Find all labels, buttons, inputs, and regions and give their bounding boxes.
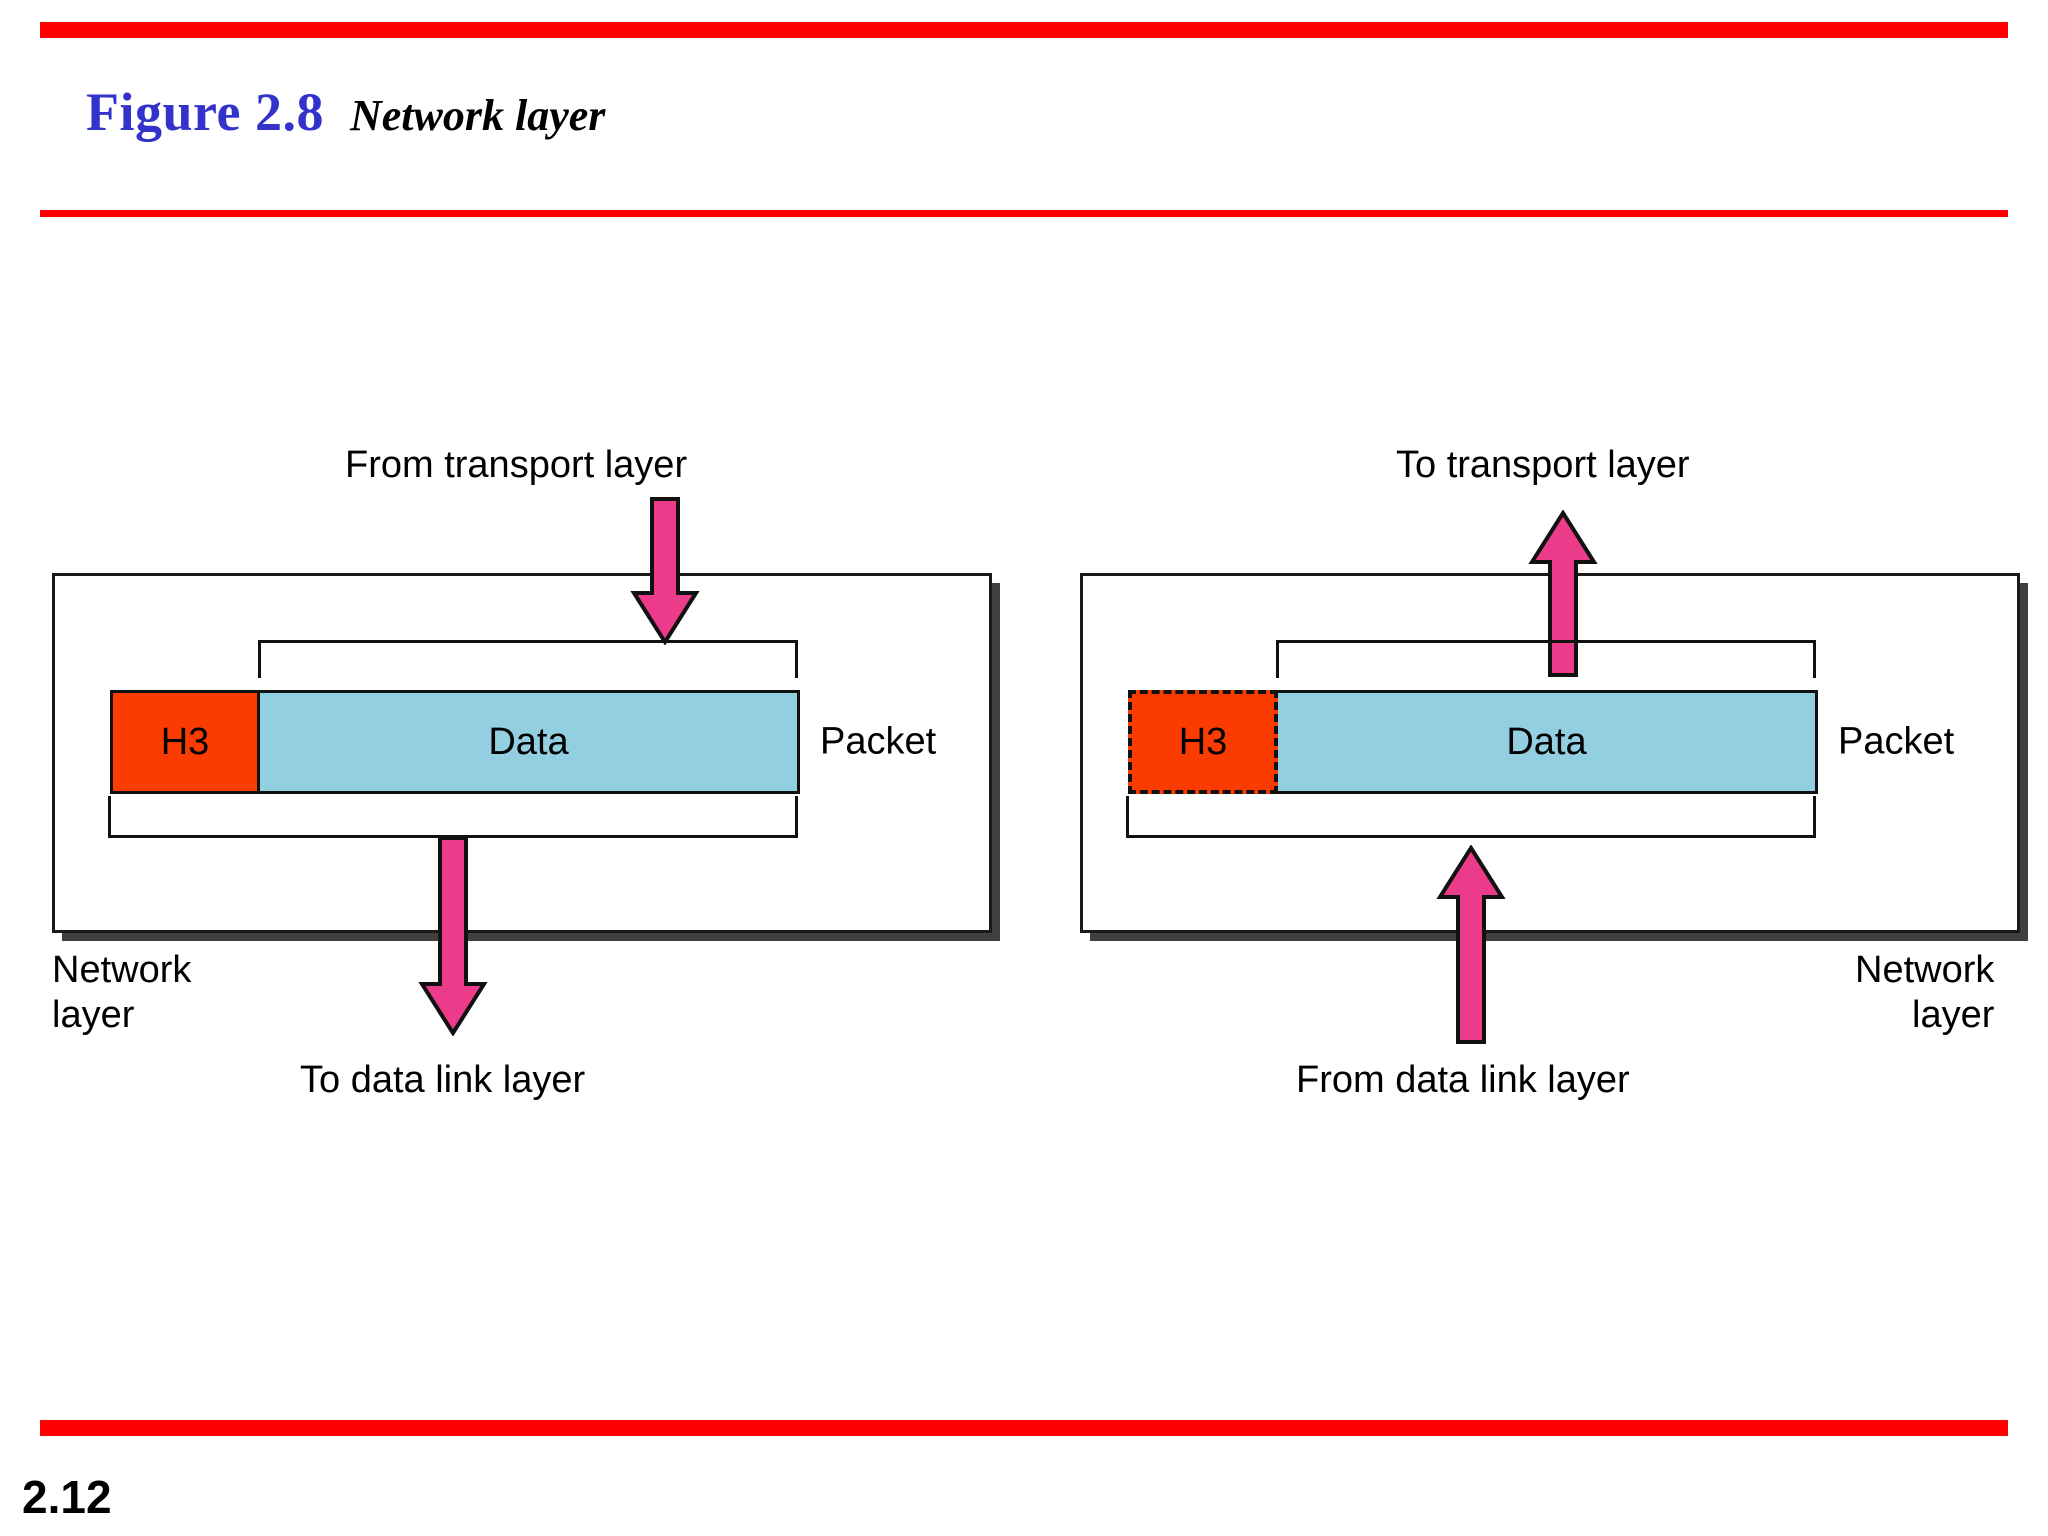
layer-label-receiver-line1: Network	[1855, 949, 1995, 991]
arrow-up-to-transport	[1528, 510, 1598, 678]
arrow-up-from-data-link	[1436, 845, 1506, 1045]
layer-label-receiver: Network layer	[1855, 948, 1994, 1038]
layer-label-sender-line1: Network	[52, 949, 192, 991]
packet-header-segment: H3	[110, 690, 260, 794]
packet-caption-sender: Packet	[820, 720, 937, 763]
label-from-transport-layer: From transport layer	[345, 444, 688, 486]
slide-number: 2.12	[22, 1471, 112, 1523]
label-to-data-link-layer: To data link layer	[300, 1059, 586, 1101]
bracket-upper-receiver	[1276, 640, 1816, 678]
top-red-rule	[40, 22, 2008, 38]
layer-label-sender: Network layer	[52, 948, 191, 1038]
title-red-rule	[40, 210, 2008, 217]
bracket-upper-sender	[258, 640, 798, 678]
packet-caption-receiver: Packet	[1838, 720, 1955, 763]
figure-caption: Network layer	[349, 91, 606, 140]
packet-header-segment: H3	[1128, 690, 1278, 794]
bottom-red-rule	[40, 1420, 2008, 1436]
layer-label-receiver-line2: layer	[1912, 993, 1995, 1036]
bracket-lower-receiver	[1126, 796, 1816, 838]
figure-number: Figure 2.8	[86, 82, 324, 142]
label-from-data-link-layer: From data link layer	[1296, 1059, 1630, 1101]
arrow-down-from-transport	[630, 497, 700, 645]
bracket-lower-sender	[108, 796, 798, 838]
packet-data-segment: Data	[260, 690, 800, 794]
arrow-down-to-data-link	[418, 836, 488, 1036]
layer-label-sender-line2: layer	[52, 993, 135, 1036]
label-to-transport-layer: To transport layer	[1396, 444, 1690, 486]
packet-sender: H3 Data	[110, 690, 800, 794]
packet-receiver: H3 Data	[1128, 690, 1818, 794]
packet-data-segment: Data	[1278, 690, 1818, 794]
figure-title: Figure 2.8 Network layer	[86, 81, 605, 143]
